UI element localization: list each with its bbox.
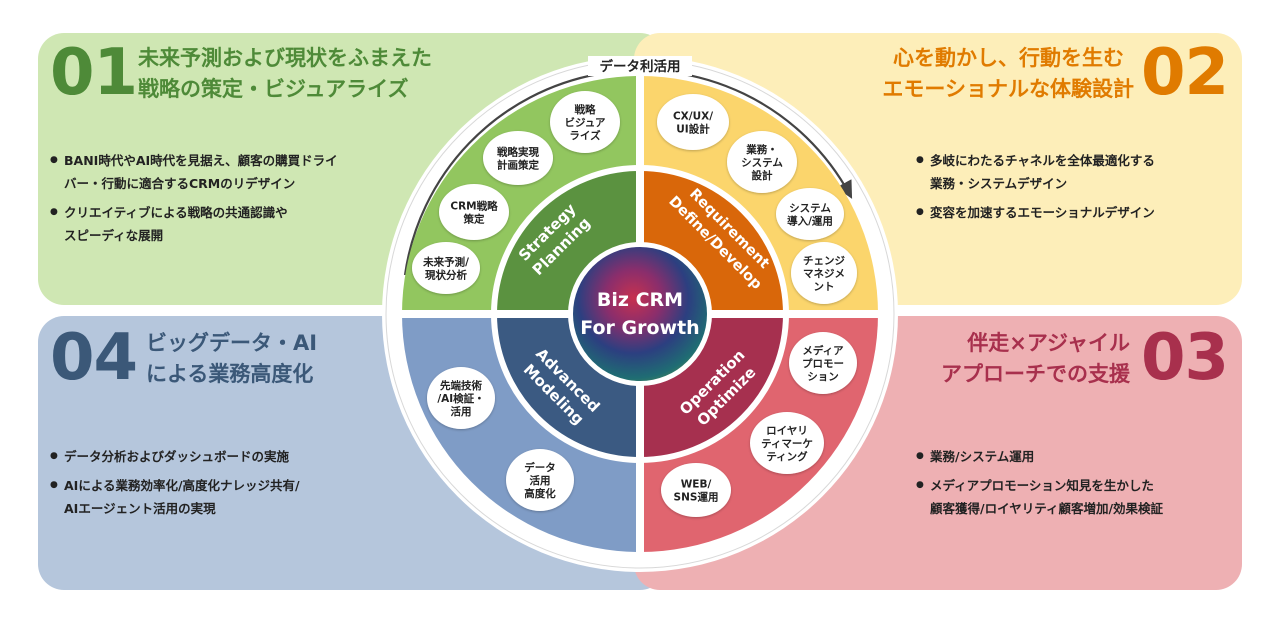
activity-bubble-label: 先端技術/AI検証・活用 <box>437 379 484 418</box>
section-title-02-line2: エモーショナルな体験設計 <box>882 77 1134 101</box>
activity-bubble-label: 未来予測/現状分析 <box>422 256 469 282</box>
bullet-item: AIによる業務効率化/高度化ナレッジ共有/ AIエージェント活用の実現 <box>50 474 300 520</box>
activity-bubble: 未来予測/現状分析 <box>412 242 480 294</box>
section-title-02-line1: 心を動かし、行動を生む <box>893 46 1124 70</box>
activity-bubble-shape <box>550 91 620 153</box>
activity-bubble: データ活用高度化 <box>506 449 574 511</box>
activity-bubble: CX/UX/UI設計 <box>657 94 729 150</box>
core-circle <box>573 247 707 381</box>
activity-bubble-shape <box>427 367 495 429</box>
bullet-text: BANI時代やAI時代を見据え、顧客の購買ドライ バー・行動に適合するCRMのリ… <box>64 153 338 191</box>
activity-bubble: メディアプロモーション <box>789 332 857 394</box>
bullet-item: 多岐にわたるチャネルを全体最適化する 業務・システムデザイン <box>916 149 1155 195</box>
activity-bubble-label: チェンジマネジメント <box>803 255 845 293</box>
bullet-text: メディアプロモーション知見を生かした 顧客獲得/ロイヤリティ顧客増加/効果検証 <box>930 478 1164 516</box>
activity-bubble-label: WEB/SNS運用 <box>674 479 719 504</box>
activity-bubble-shape <box>412 242 480 294</box>
activity-bubble-label: CX/UX/UI設計 <box>673 111 713 136</box>
activity-bubble-label: データ活用高度化 <box>524 461 556 500</box>
activity-bubble: チェンジマネジメント <box>791 242 857 304</box>
bullet-text: AIによる業務効率化/高度化ナレッジ共有/ AIエージェント活用の実現 <box>64 478 300 516</box>
activity-bubble-shape <box>750 412 824 474</box>
activity-bubble-label: CRM戦略策定 <box>450 200 498 226</box>
activity-bubble: CRM戦略策定 <box>439 184 509 240</box>
bullet-item: データ分析およびダッシュボードの実施 <box>50 445 300 468</box>
activity-bubble-shape <box>439 184 509 240</box>
section-number-02: 02 <box>1140 36 1229 110</box>
bullet-text: クリエイティブによる戦略の共通認識や スピーディな展開 <box>64 205 288 243</box>
section-title-03-line1: 伴走×アジャイル <box>967 331 1130 355</box>
bullet-item: 業務/システム運用 <box>916 445 1163 468</box>
bullet-item: クリエイティブによる戦略の共通認識や スピーディな展開 <box>50 201 338 247</box>
section-number-04: 04 <box>50 321 138 395</box>
activity-bubble-label: 業務・システム設計 <box>741 143 783 182</box>
bullet-list-01: BANI時代やAI時代を見据え、顧客の購買ドライ バー・行動に適合するCRMのリ… <box>50 149 338 253</box>
section-title-03-line2: アプローチでの支援 <box>941 362 1130 386</box>
bullet-list-04: データ分析およびダッシュボードの実施 AIによる業務効率化/高度化ナレッジ共有/… <box>50 445 300 526</box>
bullet-list-02: 多岐にわたるチャネルを全体最適化する 業務・システムデザイン 変容を加速するエモ… <box>916 149 1155 230</box>
activity-bubble-shape <box>727 131 797 193</box>
arc-label-background <box>588 56 692 76</box>
section-title-01-line1: 未来予測および現状をふまえた <box>138 46 432 70</box>
activity-bubble-shape <box>506 449 574 511</box>
section-number-01: 01 <box>50 36 138 110</box>
activity-bubble-shape <box>776 188 844 240</box>
section-title-04-line1: ビッグデータ・AI <box>146 331 318 355</box>
center-title-line1: Biz CRM <box>597 289 683 311</box>
activity-bubble-label: メディアプロモーション <box>802 344 844 383</box>
activity-bubble-label: ロイヤリティマーケティング <box>761 425 813 463</box>
activity-bubble: 戦略ビジュアライズ <box>550 91 620 153</box>
activity-bubble: 戦略実現計画策定 <box>483 131 553 185</box>
section-title-01-line2: 戦略の策定・ビジュアライズ <box>138 77 409 101</box>
bullet-text: 業務/システム運用 <box>930 449 1035 464</box>
section-number-03: 03 <box>1140 321 1229 395</box>
section-title-04-line2: による業務高度化 <box>146 362 314 386</box>
arc-label: データ利活用 <box>600 58 681 75</box>
bullet-item: 変容を加速するエモーショナルデザイン <box>916 201 1155 224</box>
bullet-text: データ分析およびダッシュボードの実施 <box>64 449 290 464</box>
activity-bubble: システム導入/運用 <box>776 188 844 240</box>
activity-bubble: 業務・システム設計 <box>727 131 797 193</box>
center-title-line2: For Growth <box>580 317 699 339</box>
activity-bubble: ロイヤリティマーケティング <box>750 412 824 474</box>
wheel-inner-ring-divider <box>491 165 789 463</box>
activity-bubble-shape <box>483 131 553 185</box>
activity-bubble-shape <box>657 94 729 150</box>
bullet-text: 多岐にわたるチャネルを全体最適化する 業務・システムデザイン <box>930 153 1155 191</box>
activity-bubble: 先端技術/AI検証・活用 <box>427 367 495 429</box>
activity-bubble-label: 戦略ビジュアライズ <box>564 103 606 142</box>
bullet-list-03: 業務/システム運用 メディアプロモーション知見を生かした 顧客獲得/ロイヤリティ… <box>916 445 1163 526</box>
activity-bubble-label: 戦略実現計画策定 <box>497 146 539 172</box>
activity-bubble-shape <box>661 463 731 517</box>
bullet-text: 変容を加速するエモーショナルデザイン <box>930 205 1155 220</box>
activity-bubble-shape <box>791 242 857 304</box>
activity-bubble-shape <box>789 332 857 394</box>
bullet-item: メディアプロモーション知見を生かした 顧客獲得/ロイヤリティ顧客増加/効果検証 <box>916 474 1163 520</box>
bullet-item: BANI時代やAI時代を見据え、顧客の購買ドライ バー・行動に適合するCRMのリ… <box>50 149 338 195</box>
activity-bubble-label: システム導入/運用 <box>787 203 833 228</box>
activity-bubble: WEB/SNS運用 <box>661 463 731 517</box>
